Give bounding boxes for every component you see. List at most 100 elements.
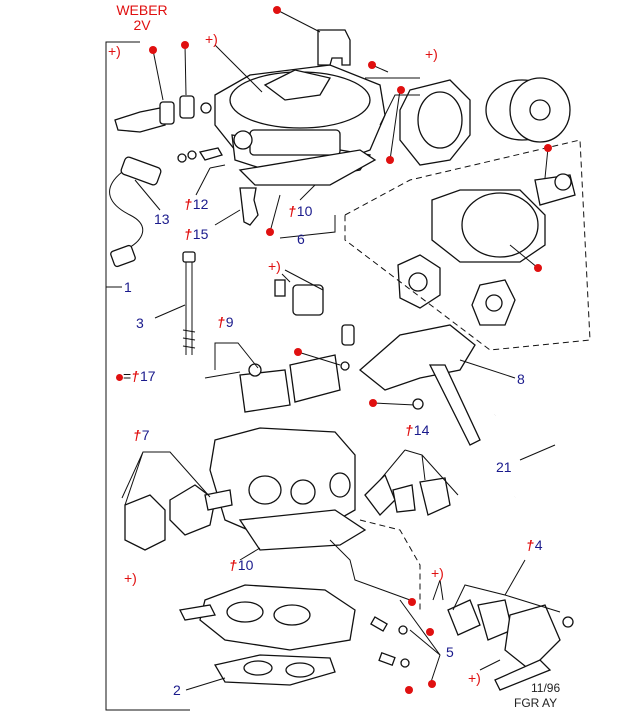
red-dot-icon — [266, 228, 274, 236]
dagger-icon: † — [288, 203, 296, 219]
callout-1: 1 — [124, 279, 132, 295]
callout-14: †14 — [405, 422, 430, 438]
pump-4 — [447, 599, 574, 691]
legend-ref: 17 — [139, 368, 156, 384]
kit-legend: =†17 — [116, 369, 156, 383]
plus-marker: +) — [205, 31, 218, 47]
hose-21 — [493, 399, 572, 501]
dagger-icon: † — [131, 368, 139, 384]
model-label: 2V — [133, 17, 151, 33]
leader-9 — [214, 342, 259, 370]
leader-10b — [239, 547, 261, 561]
brand-label: WEBER — [116, 2, 168, 18]
pump-14 — [364, 473, 451, 516]
red-dot-icon — [534, 264, 542, 272]
leader-dot-choke2 — [544, 147, 549, 179]
dagger-icon: † — [184, 226, 192, 242]
leader-15 — [214, 209, 241, 226]
lever-assembly-8 — [358, 324, 481, 446]
solenoid-13 — [109, 150, 197, 268]
leader-21 — [519, 444, 556, 461]
leader-plus-top — [214, 44, 263, 93]
drawing-code: FGR AY — [514, 696, 558, 710]
leader-plus-float — [281, 269, 324, 291]
leader-8 — [459, 359, 516, 379]
dagger-icon: † — [133, 427, 141, 443]
leader-2 — [185, 677, 226, 691]
red-dot-icon — [369, 399, 377, 407]
jets-12-15 — [198, 147, 259, 226]
red-dot-icon — [397, 86, 405, 94]
leader-plus-lower — [432, 579, 444, 601]
leader-3 — [154, 304, 186, 319]
screws-5 — [370, 616, 410, 668]
dashed-link-lower — [359, 519, 421, 610]
plus-marker: +) — [468, 670, 481, 686]
leader-dot-inlet2 — [184, 44, 187, 96]
leader-dot-gasket — [269, 194, 281, 233]
callout-13: 13 — [154, 211, 170, 227]
callout-21: 21 — [496, 459, 512, 475]
leader-6 — [279, 215, 336, 239]
red-dot-icon — [368, 61, 376, 69]
leader-12 — [195, 164, 226, 196]
callout-4: †4 — [526, 537, 543, 553]
dagger-icon: † — [184, 196, 192, 212]
red-dot-icon — [426, 628, 434, 636]
callout-10-top: †10 — [288, 203, 313, 219]
fuel-line — [329, 539, 411, 601]
callout-5: 5 — [446, 644, 454, 660]
leader-dot-cover — [276, 9, 321, 33]
revision-date: 11/96 — [531, 681, 561, 695]
top-gasket — [238, 149, 377, 186]
leader-dot-inlet1 — [152, 49, 164, 101]
leader-dot-choke1 — [389, 89, 401, 161]
plus-marker: +) — [124, 570, 137, 586]
choke-dashed-outline — [344, 139, 591, 351]
leader-13 — [134, 179, 161, 211]
red-dot-icon — [428, 680, 436, 688]
leader-4 — [452, 559, 561, 613]
choke-assembly-6 — [397, 77, 576, 326]
red-dot-icon — [405, 686, 413, 694]
dagger-icon: † — [229, 557, 237, 573]
callout-8: 8 — [517, 371, 525, 387]
leader-dot-float — [297, 351, 341, 366]
red-dot-icon — [116, 373, 123, 381]
plus-marker: +) — [268, 258, 281, 274]
callout-9: †9 — [217, 314, 234, 330]
leader-dot-clip — [372, 402, 416, 406]
red-dot-icon — [149, 46, 157, 54]
dagger-icon: † — [526, 537, 534, 553]
carburetor-body — [209, 427, 367, 551]
choke-linkage — [379, 94, 420, 126]
callout-3: 3 — [136, 315, 144, 331]
leader-plus-bottom — [479, 659, 501, 671]
callout-6: 6 — [297, 231, 305, 247]
red-dot-icon — [273, 6, 281, 14]
callout-12: †12 — [184, 196, 209, 212]
plus-marker: +) — [431, 565, 444, 581]
throttle-body — [179, 584, 356, 651]
base-gasket-2 — [213, 654, 336, 686]
callout-10-bottom: †10 — [229, 557, 254, 573]
kit-17-markers — [149, 6, 552, 694]
red-dot-icon — [408, 598, 416, 606]
screw-3 — [182, 251, 196, 355]
red-dot-icon — [181, 41, 189, 49]
fuel-inlet-parts — [114, 95, 212, 133]
plus-marker: +) — [425, 46, 438, 62]
legend-equals: = — [123, 368, 132, 384]
leader-dot-choke3 — [509, 244, 539, 269]
callout-2: 2 — [173, 682, 181, 698]
red-dot-icon — [386, 156, 394, 164]
diagram-title: WEBER 2V — [112, 3, 172, 32]
leader-14 — [379, 449, 459, 496]
clip-ring — [412, 398, 424, 410]
dagger-icon: † — [405, 422, 413, 438]
leader-7 — [121, 451, 211, 506]
callout-7: †7 — [133, 427, 150, 443]
bracket-item-1 — [105, 41, 190, 711]
leader-5 — [399, 599, 441, 686]
